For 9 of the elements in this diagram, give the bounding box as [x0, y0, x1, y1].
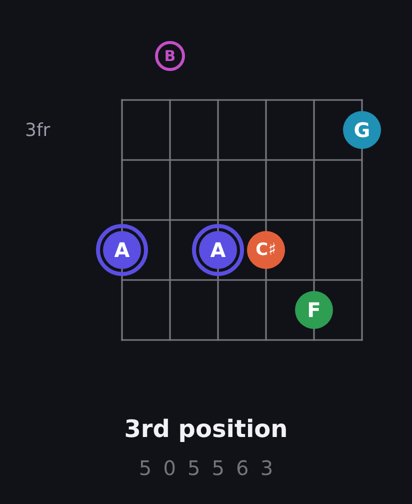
- fret-number: 3fr: [25, 122, 50, 140]
- note-marker: C♯: [247, 231, 285, 269]
- fret-sequence: 5 0 5 5 6 3: [138, 458, 276, 478]
- chart-title: 3rd position: [124, 417, 288, 441]
- root-note-marker: A: [192, 224, 244, 276]
- note-marker: G: [343, 111, 381, 149]
- open-string-marker: B: [155, 41, 185, 71]
- root-note-marker: A: [96, 224, 148, 276]
- note-marker: F: [295, 291, 333, 329]
